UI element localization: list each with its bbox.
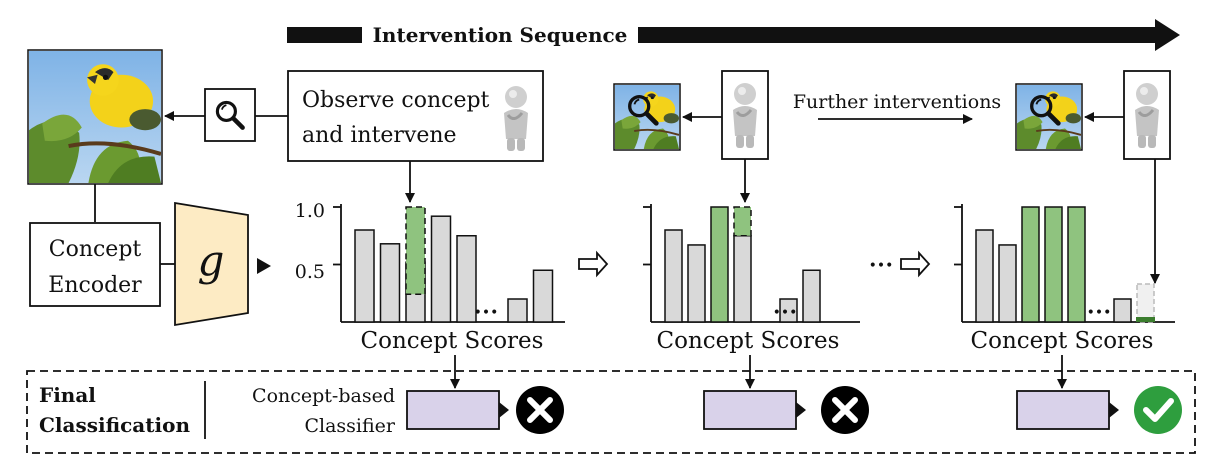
classifier-block-2	[703, 390, 806, 430]
chart1-ytick-top: 1.0	[295, 200, 325, 222]
observe-label-line2: and intervene	[302, 123, 457, 148]
chart3-bar-3	[1044, 206, 1063, 323]
chart1-bar-7	[532, 269, 554, 323]
g-function-block: g	[174, 201, 249, 327]
concept-encoder-box: Concept Encoder	[29, 222, 161, 307]
chart1-bar-6	[507, 298, 528, 323]
chart2-bar-5	[779, 298, 798, 323]
chart2-xlabel: Concept Scores	[657, 328, 840, 354]
chart3-xlabel: Concept Scores	[971, 328, 1154, 354]
final-classification-frame	[26, 370, 1196, 454]
chart1-ytick-mid: 0.5	[295, 261, 325, 283]
chart2-bar-0	[664, 229, 683, 323]
chart1-bar-0	[354, 229, 375, 323]
chart1-intervened-bar	[405, 206, 426, 295]
small-bird-image-3	[1015, 83, 1083, 151]
final-title-line2: Classification	[39, 413, 190, 437]
stage2-to-3-arrow	[900, 250, 931, 278]
observe-intervene-box: Observe concept and intervene	[287, 70, 544, 162]
small-bird-image-2	[613, 83, 681, 151]
sequence-arrowhead	[1155, 19, 1180, 51]
chart1-xlabel: Concept Scores	[361, 328, 544, 354]
chart3-bar-1	[998, 244, 1017, 323]
g-symbol: g	[198, 236, 225, 285]
between-ellipsis: •••	[869, 258, 894, 274]
classifier-block-1	[406, 390, 509, 430]
chart3-intervened-bar	[1136, 317, 1155, 322]
result-wrong-icon-1	[516, 386, 564, 434]
classifier-label-line1: Concept-based	[252, 385, 395, 407]
stage1-to-2-arrow	[578, 250, 609, 278]
sequence-bar-right	[638, 27, 1158, 43]
chart2-intervened-bar	[733, 206, 752, 237]
chart3-ghost-bar	[1136, 283, 1155, 323]
chart3-ellipsis: •••	[1087, 305, 1112, 321]
chart2-bar-3	[733, 235, 752, 323]
sequence-label: Intervention Sequence	[373, 23, 628, 47]
chart1-ellipsis: •••	[474, 305, 499, 321]
charts-layer	[333, 204, 1175, 323]
person-box-3	[1123, 70, 1171, 160]
chart1-bar-1	[379, 243, 401, 323]
final-title-line1: Final	[39, 383, 96, 407]
classifier-label-line2: Classifier	[304, 415, 395, 437]
classifier-block-3	[1016, 390, 1119, 430]
chart1-bar-4	[456, 235, 477, 323]
g-to-chart-arrowhead	[257, 258, 271, 274]
input-bird-image	[27, 49, 163, 185]
chart3-bar-4	[1067, 206, 1086, 323]
chart2-bar-1	[687, 244, 706, 323]
encoder-label-line1: Concept	[49, 237, 142, 262]
person-box-2	[721, 70, 769, 160]
sequence-bar-left	[287, 27, 362, 43]
result-correct-icon-3	[1134, 386, 1182, 434]
chart2-bar-2	[710, 206, 729, 323]
chart3-bar-6	[1113, 298, 1132, 323]
further-interventions-label: Further interventions	[793, 91, 1001, 113]
magnifier-box	[204, 88, 256, 142]
chart3-bar-2	[1021, 206, 1040, 323]
chart2-ellipsis: •••	[773, 305, 798, 321]
encoder-label-line2: Encoder	[48, 273, 142, 298]
chart2-bar-6	[802, 269, 821, 323]
observe-label-line1: Observe concept	[302, 88, 490, 113]
chart3-bar-0	[975, 229, 994, 323]
result-wrong-icon-2	[821, 386, 869, 434]
chart1-bar-3	[430, 215, 452, 323]
